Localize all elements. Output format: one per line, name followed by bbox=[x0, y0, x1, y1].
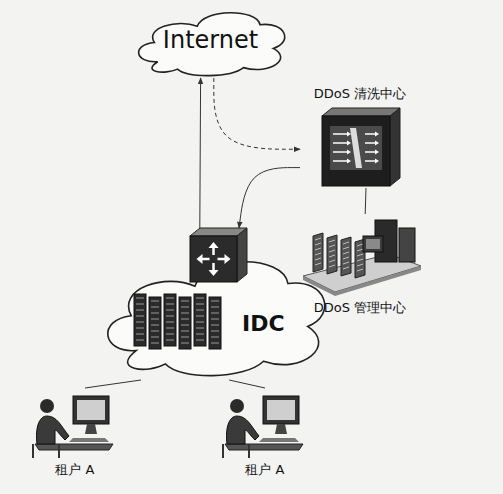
device-label: DDoS 管理中心 bbox=[295, 300, 425, 316]
connector bbox=[199, 78, 201, 228]
cleaning-device bbox=[322, 108, 400, 186]
tenant-label: 租户 A bbox=[215, 462, 315, 478]
connector bbox=[85, 380, 141, 388]
connector bbox=[229, 380, 265, 388]
tenant-label: 租户 A bbox=[25, 462, 125, 478]
user-at-computer bbox=[223, 396, 303, 458]
cleaning-center-picture bbox=[300, 86, 420, 188]
idc-cloud-picture bbox=[92, 228, 337, 380]
cleaning-center: DDoS 清洗中心 bbox=[300, 86, 420, 188]
server-racks bbox=[134, 294, 221, 349]
tenant: 租户 A bbox=[25, 388, 125, 486]
cloud-label: IDC bbox=[242, 310, 337, 338]
router-icon bbox=[190, 228, 247, 282]
cloud-label: Internet bbox=[128, 25, 293, 55]
device-label: DDoS 清洗中心 bbox=[300, 86, 420, 102]
user-at-computer bbox=[33, 396, 113, 458]
connector bbox=[239, 168, 300, 228]
connector bbox=[214, 78, 300, 149]
management-servers bbox=[303, 220, 421, 296]
connector bbox=[365, 188, 367, 214]
cloud-node: Internet bbox=[128, 4, 293, 78]
tenant: 租户 A bbox=[215, 388, 315, 486]
idc-cloud: IDC bbox=[92, 228, 337, 380]
management-center: DDoS 管理中心 bbox=[295, 214, 425, 324]
